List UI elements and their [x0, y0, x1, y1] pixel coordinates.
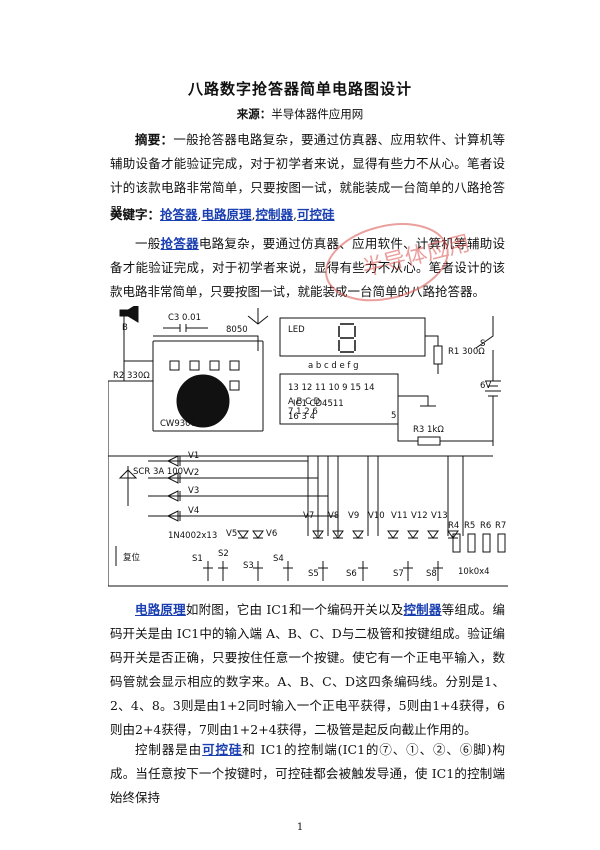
switch-label: S [480, 339, 485, 349]
cap-label: C3 0.01 [168, 313, 201, 323]
diode-v1: V1 [188, 451, 199, 461]
intro-paragraph: 一般抢答器电路复杂，要通过仿真器、应用软件、计算机等辅助设备才能验证完成，对于初… [110, 232, 505, 304]
battery-label: 6V [480, 381, 491, 391]
diode-v7: V7 [303, 511, 314, 521]
resistor-r6: R6 [480, 521, 491, 531]
chip-cw9300 [152, 340, 264, 432]
diode-v9: V9 [348, 511, 359, 521]
ic1-cd4511 [279, 373, 399, 425]
principle-text-post: 等组成。编码开关是由 IC1中的输入端 A、B、C、D与二极管和按键组成。验证编… [110, 602, 505, 737]
diode-v4: V4 [188, 506, 199, 516]
controller-link[interactable]: 控制器 [403, 602, 442, 617]
switch-s7: S7 [393, 569, 404, 579]
keyword-sep: , [197, 207, 202, 222]
ic1-pins-left-nums: 7 1 2 6 [288, 407, 318, 417]
page-number: 1 [296, 822, 304, 833]
switch-s1: S1 [192, 554, 203, 564]
led-label: LED [288, 325, 305, 335]
scr-label: SCR 3A 100V [133, 467, 189, 477]
keyword-link-1[interactable]: 抢答器 [160, 207, 198, 222]
switches-s1-s8 [203, 561, 443, 581]
circuit-diagram: B C3 0.01 8050 CW9300 R2 330Ω LED a b c … [108, 306, 508, 587]
switch-s8: S8 [426, 569, 437, 579]
diode-v2: V2 [188, 468, 199, 478]
diode-v8: V8 [328, 511, 339, 521]
chip-blob [176, 374, 230, 428]
chip-label: CW9300 [160, 419, 196, 429]
scr-link[interactable]: 可控硅 [202, 742, 243, 757]
diode-v6: V6 [266, 529, 277, 539]
abstract-label: 摘要： [135, 132, 174, 147]
keyword-link-3[interactable]: 控制器 [255, 207, 294, 222]
abstract-paragraph: 摘要：一般抢答器电路复杂，要通过仿真器、应用软件、计算机等辅助设备才能验证完成，… [110, 128, 505, 224]
r2-label: R2 330Ω [113, 371, 150, 381]
resistor-r4: R4 [448, 521, 459, 531]
diode-v12: V12 [411, 511, 428, 521]
transistor-label: 8050 [226, 325, 248, 335]
diodes-v1-v4 [148, 455, 338, 522]
intro-text-pre: 一般 [135, 236, 161, 251]
controller-text-pre: 控制器是由 [135, 742, 203, 757]
r1-label: R1 300Ω [448, 347, 485, 357]
diode-v10: V10 [368, 511, 385, 521]
reset-label: 复位 [123, 552, 141, 563]
resistor-r5: R5 [464, 521, 475, 531]
switch-s2: S2 [218, 549, 229, 559]
resistor-r7: R7 [495, 521, 506, 531]
switch-s6: S6 [346, 569, 357, 579]
led-display [279, 317, 426, 357]
abstract-text: 一般抢答器电路复杂，要通过仿真器、应用软件、计算机等辅助设备才能验证完成，对于初… [110, 132, 505, 219]
source-value: 半导体器件应用网 [271, 107, 364, 121]
page-title: 八路数字抢答器简单电路图设计 [187, 80, 412, 98]
ic1-pins-mid: 16 3 4 [288, 412, 315, 422]
principle-text-mid: 如附图，它由 IC1和一个编码开关以及 [185, 602, 404, 617]
keyword-sep: , [293, 207, 298, 222]
keyword-sep: , [251, 207, 256, 222]
principle-paragraph: 电路原理如附图，它由 IC1和一个编码开关以及控制器等组成。编码开关是由 IC1… [110, 598, 505, 742]
segment-labels: a b c d e f g [308, 361, 359, 371]
diode-v13: V13 [431, 511, 448, 521]
r3-label: R3 1kΩ [413, 425, 444, 435]
speaker-label: B [122, 323, 128, 333]
diode-part-label: 1N4002x13 [168, 531, 217, 541]
keyword-link-4[interactable]: 可控硅 [297, 207, 335, 222]
diode-v11: V11 [391, 511, 408, 521]
resistors-r4-r7 [452, 533, 506, 553]
diode-v5: V5 [226, 529, 237, 539]
keywords-label: 关键字： [110, 207, 161, 222]
source-label: 来源： [236, 107, 272, 121]
source-line: 来源：半导体器件应用网 [0, 106, 600, 122]
ic1-label: IC1 CD4511 [293, 399, 344, 409]
switch-s5: S5 [308, 569, 319, 579]
switch-s3: S3 [243, 561, 254, 571]
controller-paragraph: 控制器是由可控硅和 IC1的控制端(IC1的⑦、①、②、⑥脚)构成。当任意按下一… [110, 738, 505, 810]
ic1-pins-left: A B C D [288, 397, 321, 407]
principle-link[interactable]: 电路原理 [135, 602, 186, 617]
ic1-pins-top: 13 12 11 10 9 15 14 [288, 383, 375, 393]
controller-text-post: 和 IC1的控制端(IC1的⑦、①、②、⑥脚)构成。当任意按下一个按键时，可控硅… [110, 742, 505, 805]
intro-link-qiangdaqi[interactable]: 抢答器 [160, 236, 199, 251]
speaker-icon [119, 306, 139, 323]
diode-v3: V3 [188, 486, 199, 496]
switch-s4: S4 [273, 554, 284, 564]
resistor-array-label: 10k0x4 [458, 567, 490, 577]
ic1-pin5: 5 [391, 411, 396, 421]
keyword-link-2[interactable]: 电路原理 [201, 207, 252, 222]
keywords-line: 关键字：抢答器,电路原理,控制器,可控硅 [110, 205, 335, 225]
